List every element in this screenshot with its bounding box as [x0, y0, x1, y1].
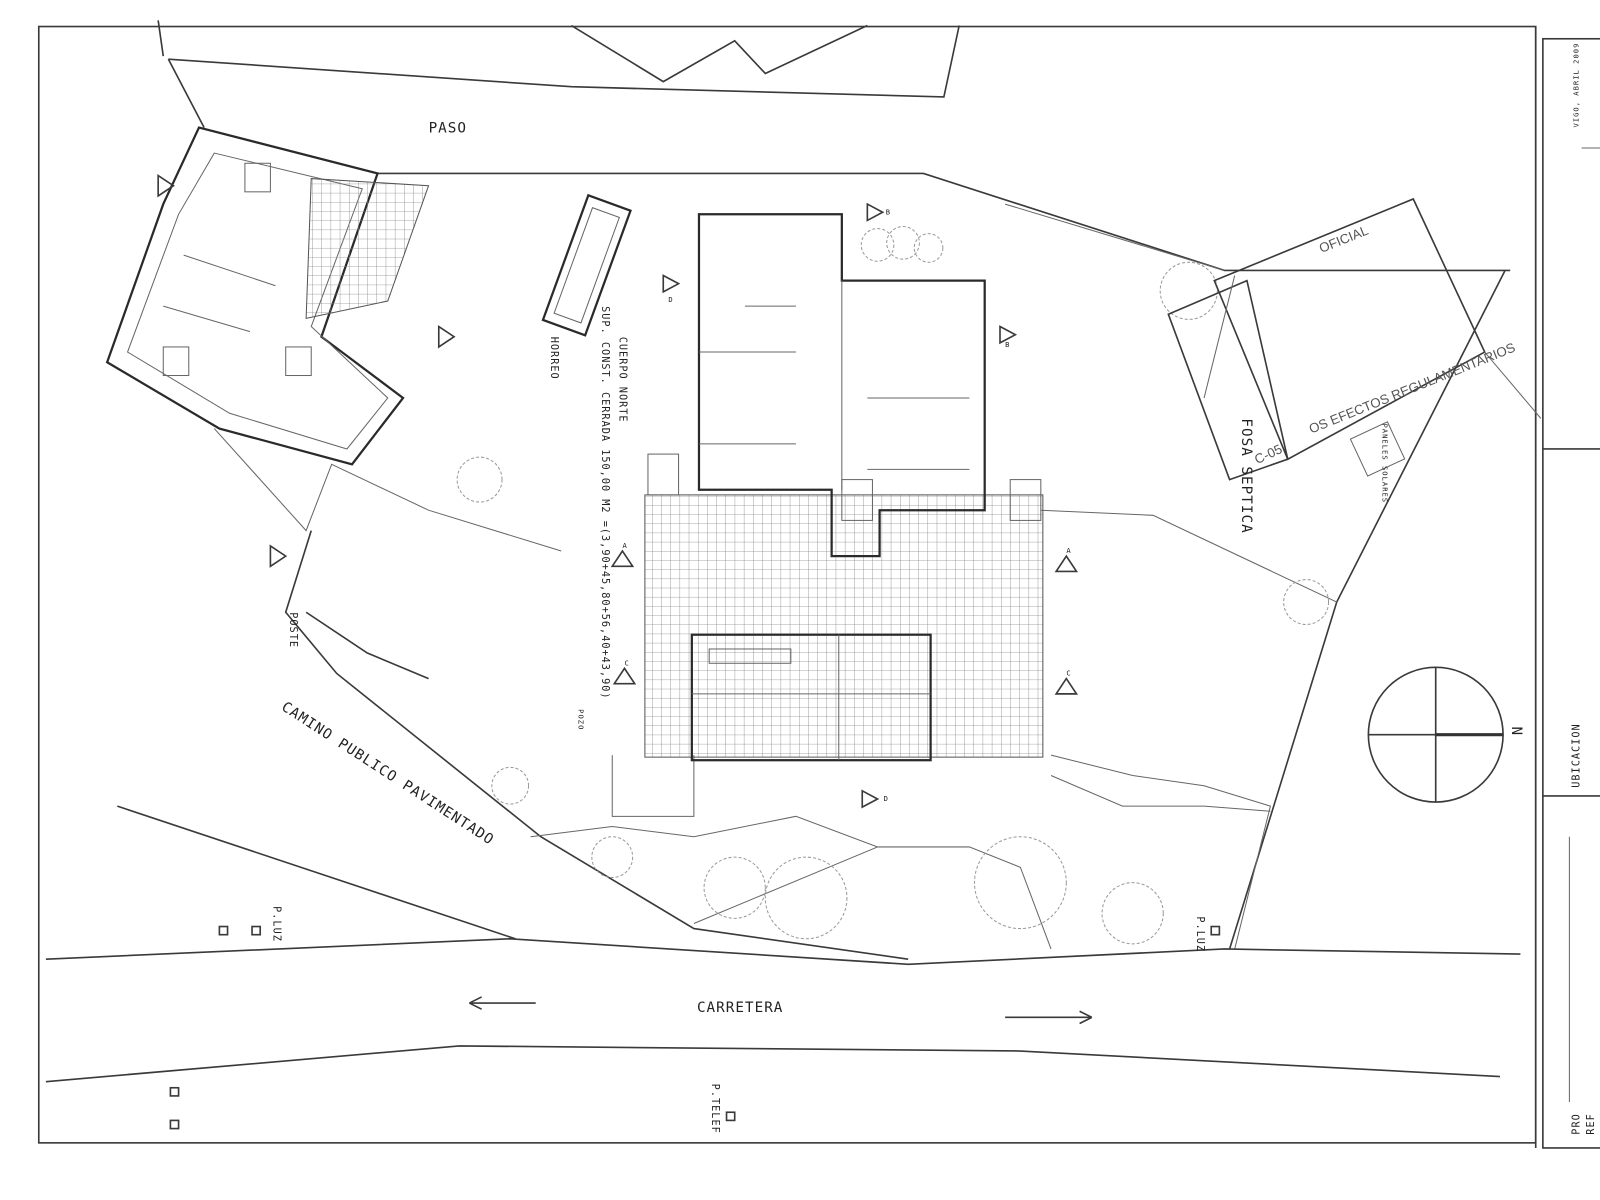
horreo: [541, 193, 632, 337]
section-markers: A A B B C C D D: [157, 173, 1079, 809]
label-carretera: CARRETERA: [697, 1000, 783, 1016]
svg-text:C: C: [624, 658, 629, 667]
label-c05: C-05: [1252, 441, 1284, 467]
title-ref: REF: [1586, 1113, 1597, 1134]
section-marker-d: D: [662, 274, 681, 304]
paso-road: [157, 20, 1511, 272]
section-marker-a: A: [1054, 546, 1079, 573]
title-block: VIGO, ABRIL 2009 UBICACION PRO REF: [1534, 26, 1600, 1149]
section-marker-b: B: [866, 202, 891, 222]
title-date: VIGO, ABRIL 2009: [1572, 43, 1581, 128]
north-compass-icon: N: [1367, 666, 1524, 803]
main-house: [644, 213, 1044, 762]
label-pozo: POZO: [577, 709, 586, 730]
section-marker-c: C: [1054, 669, 1079, 695]
section-marker-b: B: [999, 325, 1018, 349]
svg-text:B: B: [1005, 340, 1010, 349]
section-marker-a: A: [610, 541, 635, 568]
north-label: N: [1508, 727, 1524, 737]
official-stamp: OFICIAL OS EFECTOS REGULAMENTARIOS: [1167, 197, 1542, 481]
svg-text:D: D: [884, 794, 889, 803]
property-boundary: [213, 203, 1506, 960]
section-marker-d: D: [861, 789, 889, 809]
svg-text:A: A: [1066, 546, 1071, 555]
label-superficie: SUP. CONST. CERRADA 150,00 M2 =(3,90+45,…: [599, 306, 610, 699]
arrow-left-icon: [469, 996, 536, 1010]
arrow-right-icon: [1005, 1010, 1093, 1025]
label-cuerpo-norte: CUERPO NORTE: [616, 337, 627, 423]
title-pro: PRO: [1572, 1113, 1583, 1134]
label-camino: CAMINO PUBLICO PAVIMENTADO: [278, 699, 496, 848]
svg-text:D: D: [668, 295, 673, 304]
svg-text:B: B: [886, 207, 891, 216]
label-ptelef: P.TELEF: [709, 1084, 720, 1134]
label-pluz-right: P.LUZ: [1194, 916, 1205, 952]
label-pluz-left: P.LUZ: [270, 906, 281, 942]
svg-text:C: C: [1066, 669, 1071, 678]
label-fosa-septica: FOSA SEPTICA: [1238, 418, 1254, 533]
stamp-regulamentarios: OS EFECTOS REGULAMENTARIOS: [1307, 340, 1518, 437]
label-paneles-solares: PANELES SOLARES: [1381, 423, 1390, 503]
label-paso: PASO: [429, 121, 467, 137]
svg-text:A: A: [622, 541, 627, 550]
section-marker-c: C: [612, 658, 637, 685]
carretera-road: [45, 805, 1521, 1130]
label-horreo: HORREO: [548, 337, 559, 380]
trees: [456, 226, 1330, 945]
title-ubicacion: UBICACION: [1572, 723, 1583, 787]
label-poste: POSTE: [287, 612, 298, 648]
west-building: [105, 126, 430, 466]
